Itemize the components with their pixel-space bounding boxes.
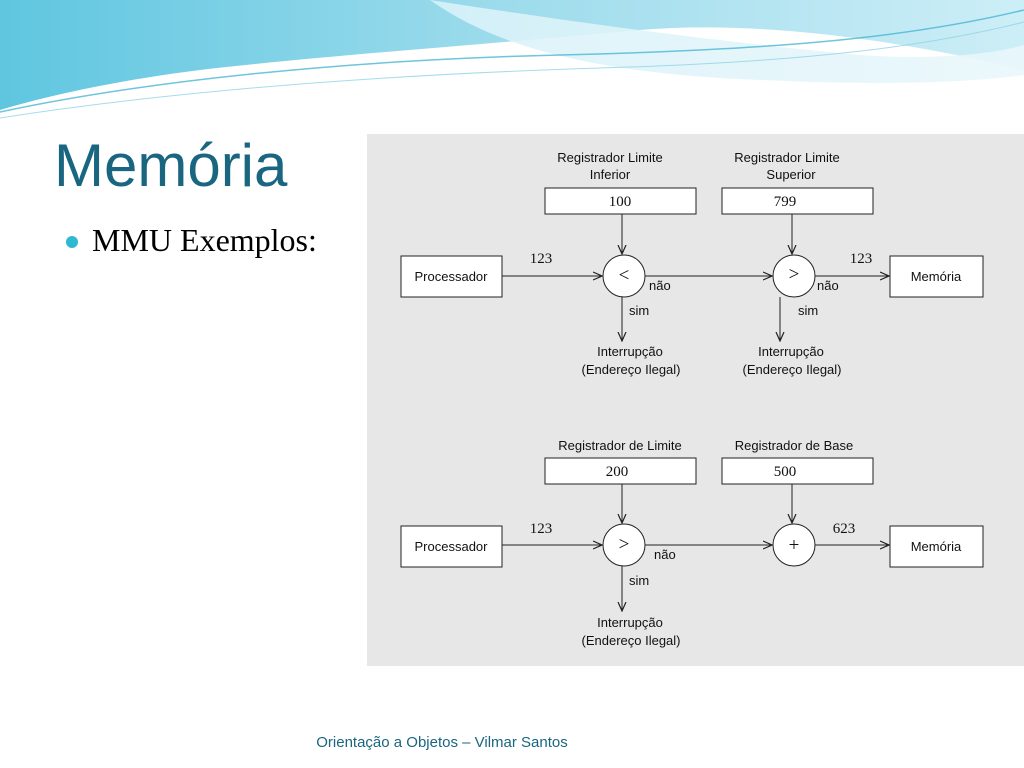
reg-inferior-label-line1: Registrador Limite [557,150,663,165]
mmu-diagram: Registrador Limite Inferior 100 Registra… [367,134,1024,666]
interrupt-1a-line2: (Endereço Ilegal) [582,362,681,377]
input-address-1: 123 [530,251,553,267]
diagram-bounds-check: Registrador Limite Inferior 100 Registra… [400,150,984,377]
compare-greater-symbol-2: > [619,534,630,555]
output-address-2: 623 [833,521,856,537]
reg-base-box [721,457,874,485]
no-label-1b: não [817,278,839,293]
processor-box-2 [400,525,503,568]
reg-base-label: Registrador de Base [735,438,854,453]
add-symbol: + [789,535,800,556]
reg-limite-value: 200 [606,464,629,480]
slide-title: Memória [54,132,288,199]
reg-superior-value: 799 [774,194,797,210]
interrupt-1b-line2: (Endereço Ilegal) [743,362,842,377]
interrupt-1a-line1: Interrupção [597,344,663,359]
compare-less-symbol: < [619,265,630,286]
bullet-item: MMU Exemplos: [66,222,317,259]
bullet-text: MMU Exemplos: [92,222,317,258]
interrupt-2-line2: (Endereço Ilegal) [582,633,681,648]
reg-superior-label-line1: Registrador Limite [734,150,840,165]
yes-label-2: sim [629,573,649,588]
yes-label-1a: sim [629,303,649,318]
reg-base-value: 500 [774,464,797,480]
interrupt-1b-line1: Interrupção [758,344,824,359]
processor-box-1 [400,255,503,298]
compare-greater-symbol-1: > [789,264,800,285]
output-address-1: 123 [850,251,873,267]
processor-label-2: Processador [415,539,489,554]
memory-box-1 [889,255,984,298]
reg-inferior-value: 100 [609,194,632,210]
diagram-base-limit: Registrador de Limite 200 Registrador de… [400,438,984,648]
decorative-wave-header [0,0,1024,119]
reg-inferior-box [544,187,697,215]
memory-label-2: Memória [911,539,962,554]
bullet-dot-icon [66,235,78,248]
slide-footer: Orientação a Objetos – Vilmar Santos [316,734,568,751]
reg-superior-label-line2: Superior [766,167,816,182]
input-address-2: 123 [530,521,553,537]
no-label-2: não [654,547,676,562]
interrupt-2-line1: Interrupção [597,615,663,630]
memory-box-2 [889,525,984,568]
reg-limite-label: Registrador de Limite [558,438,682,453]
reg-inferior-label-line2: Inferior [590,167,631,182]
memory-label-1: Memória [911,269,962,284]
no-label-1a: não [649,278,671,293]
yes-label-1b: sim [798,303,818,318]
reg-superior-box [721,187,874,215]
processor-label-1: Processador [415,269,489,284]
reg-limite-box [544,457,697,485]
